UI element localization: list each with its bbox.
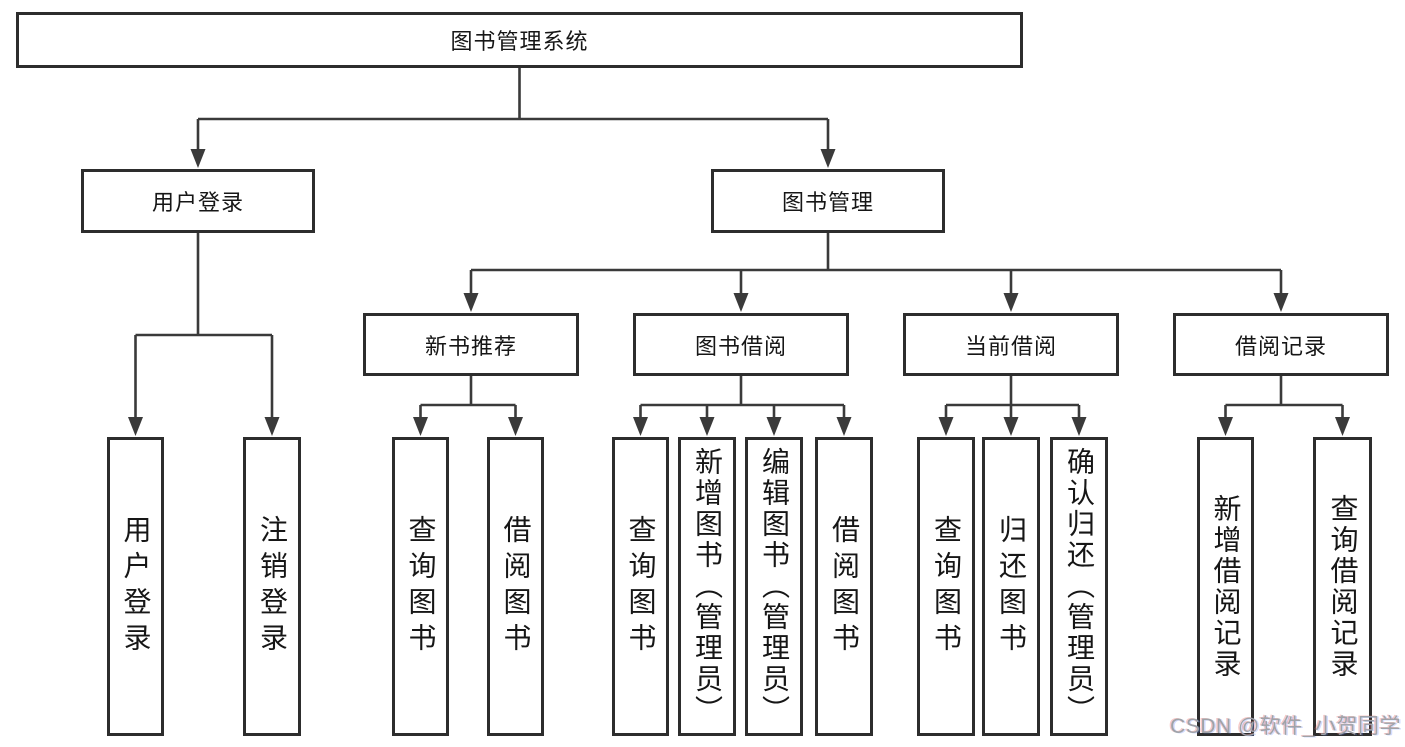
leaf-borrow-query-books-label: 查询图书 — [625, 514, 657, 659]
node-book-management: 图书管理 — [711, 169, 945, 233]
leaf-user-login-label: 用户登录 — [120, 514, 152, 659]
leaf-current-query-books: 查询图书 — [917, 437, 975, 736]
leaf-borrow-borrow-books: 借阅图书 — [815, 437, 873, 736]
leaf-recommend-query-books: 查询图书 — [392, 437, 449, 736]
connector-current-borrow — [938, 376, 1087, 436]
node-current-borrow-label: 当前借阅 — [964, 333, 1057, 359]
node-new-book-recommend: 新书推荐 — [363, 313, 579, 376]
leaf-current-confirm-return-admin: 确认归还（管理员） — [1050, 437, 1108, 736]
leaf-borrow-borrow-books-label: 借阅图书 — [829, 514, 860, 659]
connector-user-login — [128, 233, 280, 436]
leaf-recommend-borrow-books-label: 借阅图书 — [500, 514, 532, 659]
leaf-records-add-borrow-record-label: 新增借阅记录 — [1210, 493, 1242, 680]
node-new-book-recommend-label: 新书推荐 — [424, 333, 517, 359]
node-user-login-label: 用户登录 — [151, 190, 244, 215]
leaf-current-return-books-label: 归还图书 — [996, 514, 1027, 659]
connector-book-management — [463, 233, 1289, 312]
leaf-borrow-edit-books-admin-label: 编辑图书（管理员） — [759, 447, 790, 726]
leaf-logout-label: 注销登录 — [257, 514, 288, 659]
node-borrow-records-label: 借阅记录 — [1234, 333, 1327, 359]
connector-book-borrow — [633, 376, 852, 436]
leaf-current-return-books: 归还图书 — [982, 437, 1040, 736]
node-root: 图书管理系统 — [16, 12, 1023, 68]
leaf-records-query-borrow-record-label: 查询借阅记录 — [1327, 493, 1359, 680]
leaf-logout: 注销登录 — [243, 437, 301, 736]
leaf-current-query-books-label: 查询图书 — [931, 514, 962, 659]
connector-borrow-records — [1218, 376, 1350, 436]
node-root-label: 图书管理系统 — [450, 29, 589, 54]
node-book-management-label: 图书管理 — [781, 190, 874, 215]
node-borrow-records: 借阅记录 — [1173, 313, 1389, 376]
watermark: CSDN @软件_小贺同学 — [1170, 715, 1401, 738]
leaf-user-login: 用户登录 — [107, 437, 164, 736]
leaf-borrow-edit-books-admin: 编辑图书（管理员） — [745, 437, 803, 736]
leaf-borrow-query-books: 查询图书 — [612, 437, 669, 736]
leaf-records-query-borrow-record: 查询借阅记录 — [1313, 437, 1372, 736]
leaf-borrow-add-books-admin-label: 新增图书（管理员） — [692, 447, 723, 726]
node-book-borrow-label: 图书借阅 — [694, 333, 787, 359]
node-current-borrow: 当前借阅 — [903, 313, 1119, 376]
node-user-login: 用户登录 — [81, 169, 315, 233]
leaf-borrow-add-books-admin: 新增图书（管理员） — [678, 437, 736, 736]
leaf-current-confirm-return-admin-label: 确认归还（管理员） — [1064, 447, 1095, 726]
connector-new-book-recommend — [413, 376, 523, 436]
connector-root — [190, 68, 836, 168]
leaf-records-add-borrow-record: 新增借阅记录 — [1197, 437, 1254, 736]
leaf-recommend-borrow-books: 借阅图书 — [487, 437, 544, 736]
leaf-recommend-query-books-label: 查询图书 — [405, 514, 437, 659]
node-book-borrow: 图书借阅 — [633, 313, 849, 376]
